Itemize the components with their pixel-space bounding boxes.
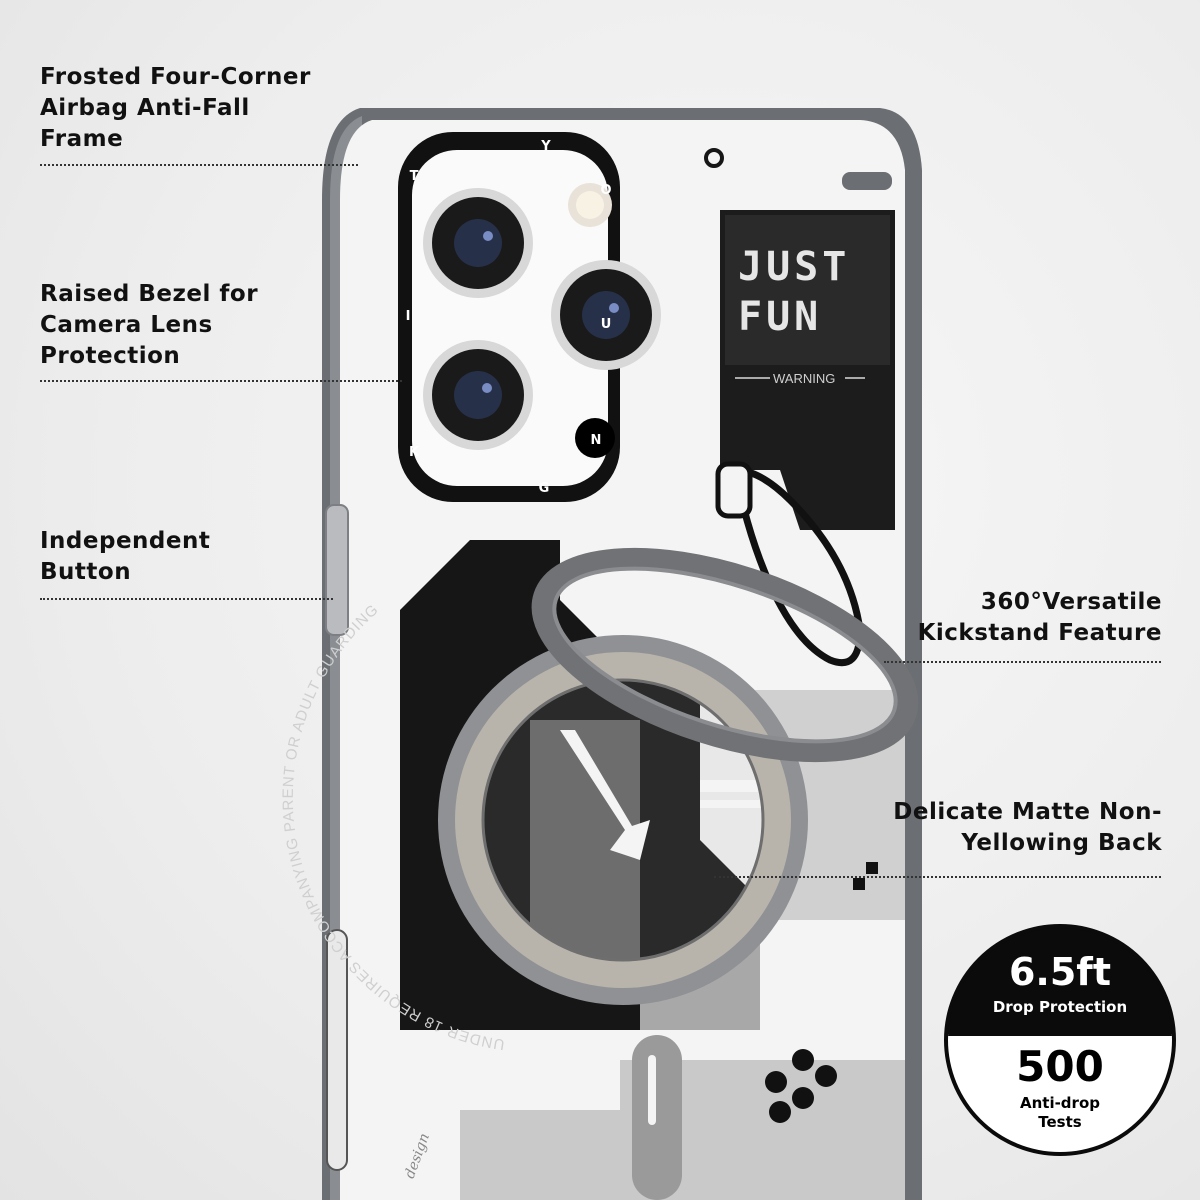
leader-bezel <box>40 380 402 382</box>
leader-kickstand <box>884 661 1161 663</box>
feature-matte-back: Delicate Matte Non- Yellowing Back <box>893 799 1162 856</box>
leader-button <box>40 598 333 600</box>
feature-independent-button: Independent Button <box>40 528 211 585</box>
badge-drop-label: Drop Protection <box>992 998 1128 1016</box>
badge-bottom-half <box>948 1034 1172 1152</box>
badge-drop-height: 6.5ft <box>1008 950 1111 994</box>
case-just-text: JUST <box>738 244 851 290</box>
badge-tests-label: Anti-drop Tests <box>1019 1094 1100 1131</box>
feature-raised-bezel: Raised Bezel for Camera Lens Protection <box>40 281 259 369</box>
case-warning-text: WARNING <box>773 371 836 386</box>
camera-lenses <box>423 183 661 458</box>
leader-matte <box>714 876 1161 878</box>
feature-kickstand: 360°Versatile Kickstand Feature <box>917 589 1162 646</box>
badge-tests-count: 500 <box>1016 1042 1104 1091</box>
leader-airbag <box>40 164 358 166</box>
feature-airbag-frame: Frosted Four-Corner Airbag Anti-Fall Fra… <box>40 64 311 152</box>
case-fun-text: FUN <box>738 294 823 340</box>
drop-protection-badge: 6.5ft Drop Protection 500 Anti-drop Test… <box>944 924 1176 1156</box>
independent-button <box>325 504 349 636</box>
dot-pattern <box>765 1049 837 1123</box>
